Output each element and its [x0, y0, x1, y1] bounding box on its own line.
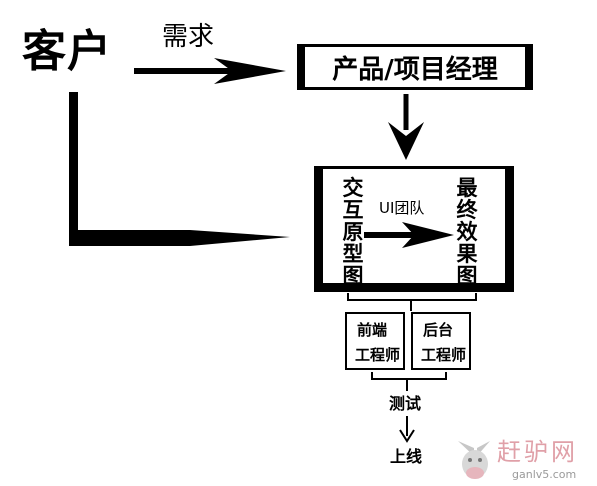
arrow-test-to-launch: [399, 416, 415, 443]
client-label: 客户: [22, 26, 112, 77]
arrow-pm-to-ui: [388, 94, 424, 160]
watermark-text: 赶驴网: [497, 438, 578, 466]
launch-label: 上线: [390, 447, 423, 466]
backend-line2: 工程师: [421, 346, 467, 364]
pm-box: 产品/项目经理: [297, 44, 533, 90]
ui-box: [314, 166, 514, 292]
frontend-line1: 前端: [357, 321, 388, 339]
backend-box: 后台 工程师: [411, 312, 471, 370]
arrow-prototype-to-final: [364, 222, 454, 248]
watermark-url: ganlv5.com: [512, 468, 577, 481]
ui-team-label: UI团队: [379, 199, 425, 217]
bracket-ui-to-dev: [347, 293, 477, 311]
arrow-client-to-ui: [69, 92, 290, 246]
test-label: 测试: [389, 394, 422, 413]
backend-line1: 后台: [423, 321, 454, 339]
frontend-box: 前端 工程师: [345, 312, 405, 370]
frontend-line2: 工程师: [355, 346, 401, 364]
arrow-client-to-pm: [134, 58, 286, 84]
prototype-label: 交互原型图: [342, 176, 364, 288]
pm-label: 产品/项目经理: [332, 54, 498, 85]
final-design-label: 最终效果图: [456, 176, 478, 288]
bracket-dev-to-test: [371, 372, 447, 391]
demand-label: 需求: [162, 22, 215, 52]
donkey-logo-icon: [458, 441, 490, 479]
